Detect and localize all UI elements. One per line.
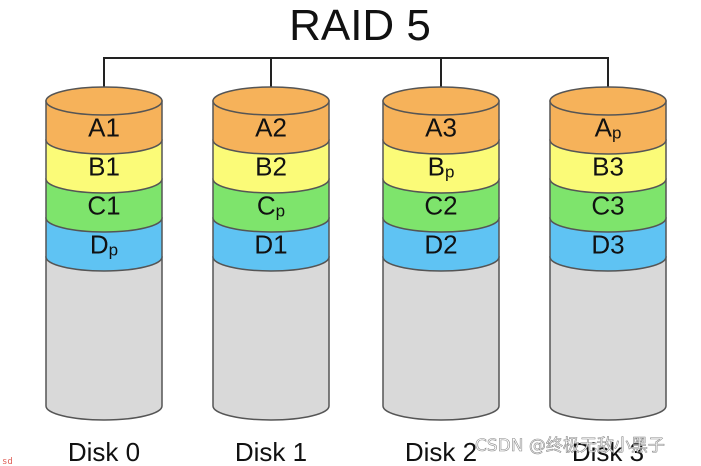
block-index: 1: [273, 230, 287, 260]
block-band: [549, 178, 667, 233]
block-index: 2: [272, 113, 286, 143]
disk-top-cap: [45, 86, 163, 116]
block-band: [549, 100, 667, 155]
connector-line: [103, 57, 609, 87]
block-letter: C: [591, 191, 610, 221]
block-index: 2: [443, 191, 457, 221]
block-letter: A: [88, 113, 106, 143]
block-band: [45, 139, 163, 194]
block-band: [212, 178, 330, 233]
block-band: [212, 139, 330, 194]
parity-subscript: p: [445, 163, 454, 182]
parity-block-label: Bp: [428, 152, 455, 182]
parity-subscript: p: [612, 124, 621, 143]
block-index: 1: [105, 113, 119, 143]
parity-block-label: Cp: [257, 191, 285, 221]
data-block-label: B1: [88, 152, 120, 182]
parity-subscript: p: [109, 241, 118, 260]
disk-top-cap: [212, 86, 330, 116]
data-block-label: D1: [254, 230, 287, 260]
block-letter: C: [257, 191, 276, 221]
disk-body: [382, 256, 500, 421]
block-index: 3: [610, 191, 624, 221]
parity-block-label: Ap: [595, 113, 622, 143]
disk-top-cap: [382, 86, 500, 116]
block-letter: C: [87, 191, 106, 221]
block-letter: A: [255, 113, 273, 143]
block-band: [45, 100, 163, 155]
block-band: [549, 139, 667, 194]
data-block-label: D3: [591, 230, 624, 260]
watermark-text: CSDN @终极无敌小黑子: [475, 436, 665, 456]
block-index: 3: [609, 152, 623, 182]
block-band: [212, 100, 330, 155]
block-letter: D: [90, 230, 109, 260]
diagram-title: RAID 5: [289, 1, 431, 50]
corner-mark: sd: [2, 457, 13, 466]
disk-top-cap: [549, 86, 667, 116]
block-letter: D: [591, 230, 610, 260]
data-block-label: B2: [255, 152, 287, 182]
block-index: 2: [272, 152, 286, 182]
connector-lines: [103, 57, 609, 87]
disk-label: Disk 0: [68, 437, 140, 466]
block-band: [382, 139, 500, 194]
block-letter: C: [424, 191, 443, 221]
block-letter: B: [255, 152, 272, 182]
block-band: [549, 217, 667, 272]
disk-body: [549, 256, 667, 421]
data-block-label: C1: [87, 191, 120, 221]
block-letter: A: [595, 113, 613, 143]
parity-subscript: p: [276, 202, 285, 221]
data-block-label: A3: [425, 113, 457, 143]
block-letter: B: [88, 152, 105, 182]
data-block-label: B3: [592, 152, 624, 182]
block-index: 3: [442, 113, 456, 143]
disk-body: [212, 256, 330, 421]
block-band: [212, 217, 330, 272]
block-letter: A: [425, 113, 443, 143]
block-letter: D: [424, 230, 443, 260]
block-band: [382, 217, 500, 272]
block-index: 1: [106, 191, 120, 221]
disk-body: [45, 256, 163, 421]
block-index: 2: [443, 230, 457, 260]
data-block-label: A1: [88, 113, 120, 143]
block-letter: B: [428, 152, 445, 182]
parity-block-label: Dp: [90, 230, 118, 260]
block-band: [45, 178, 163, 233]
disk-label: Disk 1: [235, 437, 307, 466]
data-block-label: A2: [255, 113, 287, 143]
block-band: [382, 178, 500, 233]
block-index: 3: [610, 230, 624, 260]
block-band: [45, 217, 163, 272]
block-letter: D: [254, 230, 273, 260]
block-letter: B: [592, 152, 609, 182]
disk-label: Disk 3: [572, 437, 644, 466]
data-block-label: D2: [424, 230, 457, 260]
data-block-label: C3: [591, 191, 624, 221]
disk-label: Disk 2: [405, 437, 477, 466]
data-block-label: C2: [424, 191, 457, 221]
block-band: [382, 100, 500, 155]
block-index: 1: [105, 152, 119, 182]
